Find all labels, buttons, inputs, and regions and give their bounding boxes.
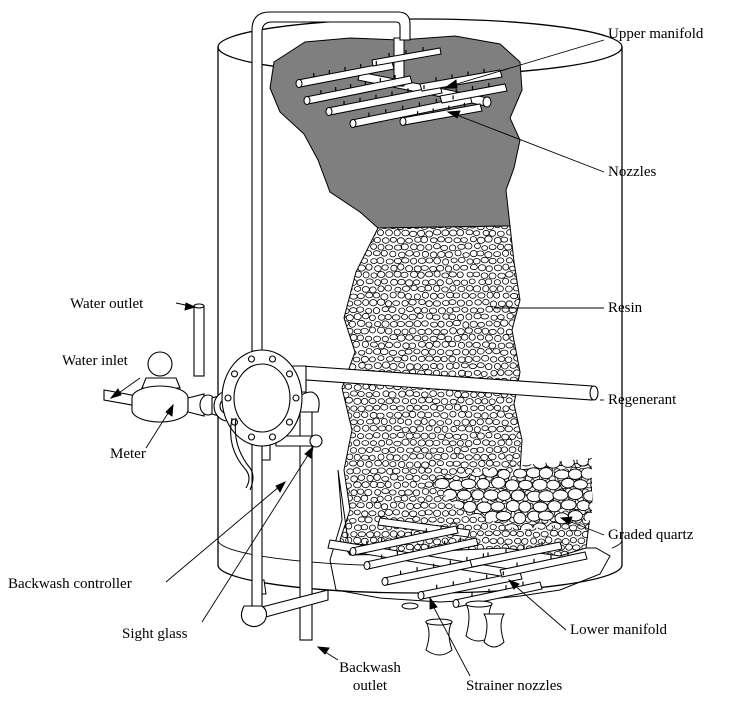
label-backwash-controller: Backwash controller	[8, 576, 132, 593]
label-backwash-outlet-line1: Backwash	[339, 660, 401, 677]
label-nozzles: Nozzles	[608, 164, 656, 181]
label-lower-manifold: Lower manifold	[570, 622, 667, 639]
label-sight-glass: Sight glass	[122, 626, 187, 643]
label-meter: Meter	[110, 446, 146, 463]
label-backwash-outlet-line2: outlet	[353, 678, 387, 695]
label-graded-quartz: Graded quartz	[608, 527, 693, 544]
label-water-outlet: Water outlet	[70, 296, 143, 313]
label-regenerant: Regenerant	[608, 392, 676, 409]
label-upper-manifold: Upper manifold	[608, 26, 703, 43]
label-resin: Resin	[608, 300, 642, 317]
label-strainer-nozzles: Strainer nozzles	[466, 678, 562, 695]
tank-feet	[256, 580, 504, 655]
label-water-inlet: Water inlet	[62, 353, 128, 370]
